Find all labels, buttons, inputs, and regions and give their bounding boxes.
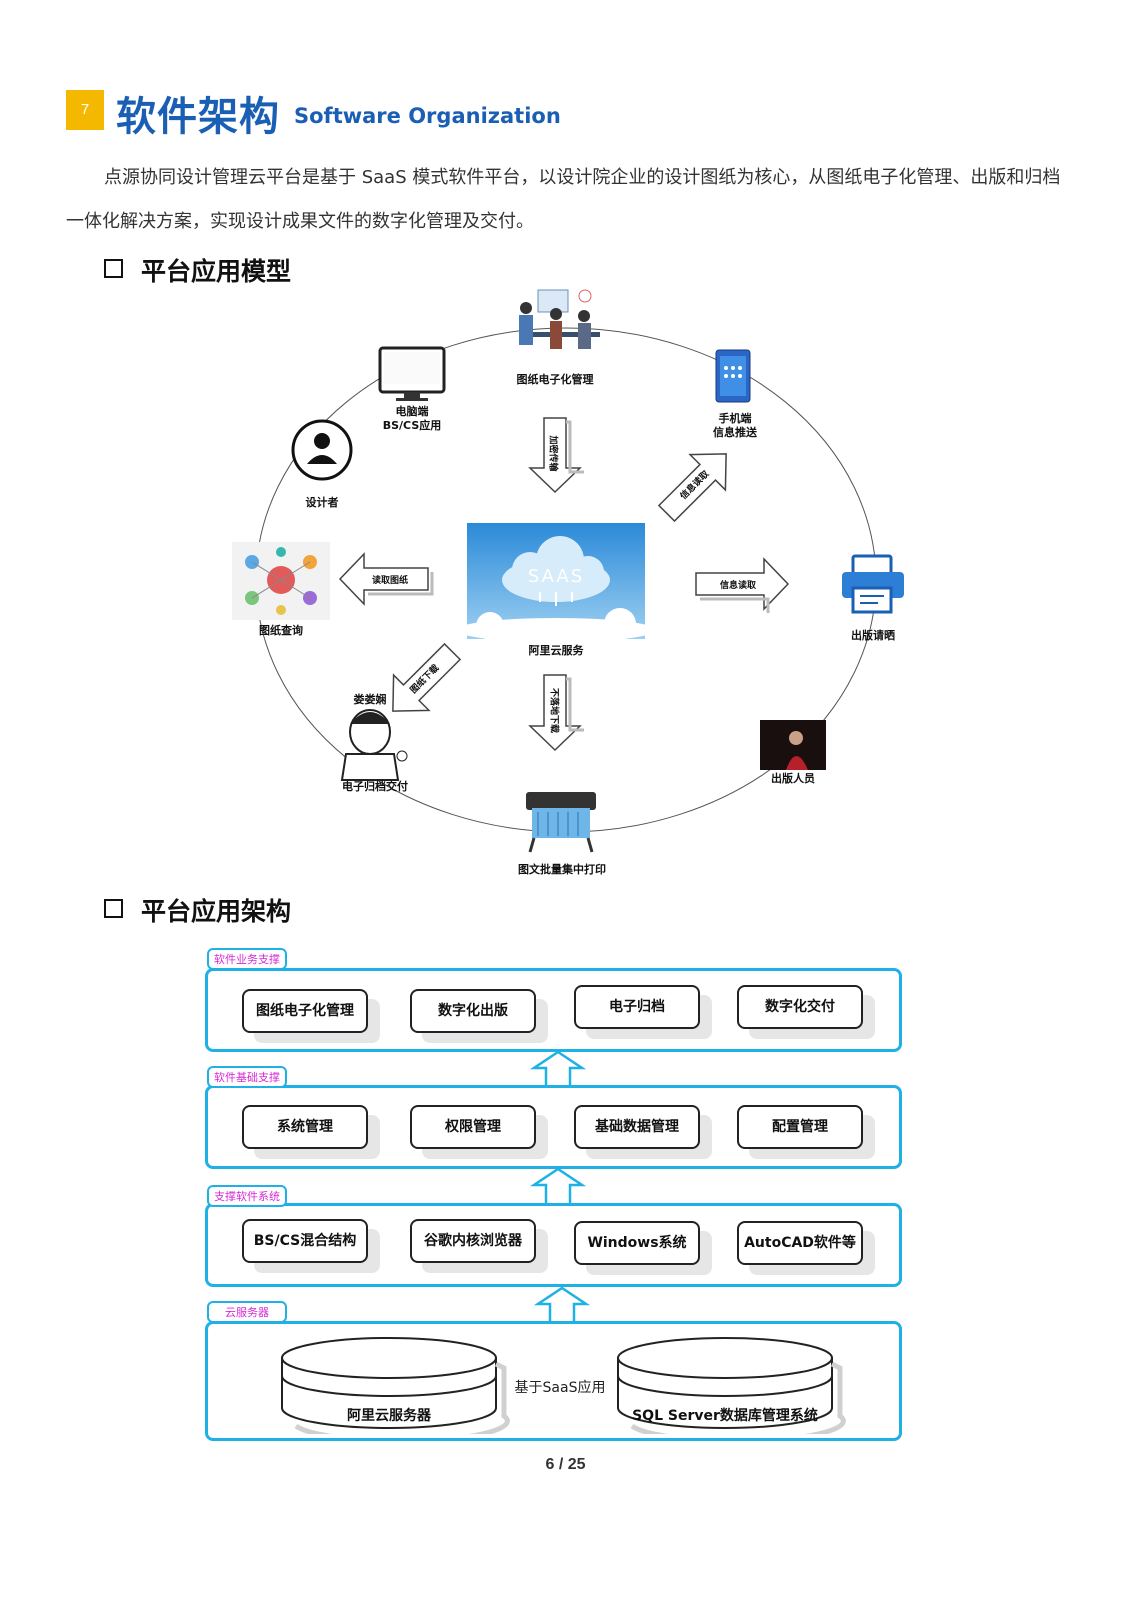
module-chrome-browser: 谷歌内核浏览器 [410, 1219, 536, 1263]
label-mobile-line2: 信息推送 [713, 426, 757, 439]
layer-support-software [205, 1203, 902, 1287]
label-publisher: 出版人员 [771, 772, 815, 785]
publisher-photo [760, 720, 826, 770]
arrow-up-icon [530, 1050, 586, 1088]
module-drawing-mgmt: 图纸电子化管理 [242, 989, 368, 1033]
intro-paragraph: 点源协同设计管理云平台是基于 SaaS 模式软件平台，以设计院企业的设计图纸为核… [66, 167, 1061, 232]
arrow-left-read-drawing [338, 552, 434, 606]
module-base-data-mgmt: 基础数据管理 [574, 1105, 700, 1149]
label-mobile: 手机端 信息推送 [700, 412, 770, 440]
platform-model-diagram [232, 289, 904, 853]
user-avatar-icon [291, 419, 353, 481]
team-meeting-icon [519, 289, 600, 349]
label-batch-print: 图文批量集中打印 [518, 863, 606, 876]
label-print-request: 出版请晒 [851, 629, 895, 642]
saas-text: SAAS [527, 566, 585, 587]
network-map-icon [232, 542, 330, 620]
label-archive: 电子归档交付 [342, 780, 408, 793]
arrow-up-icon [534, 1286, 590, 1324]
db-aliyun-label: 阿里云服务器 [347, 1408, 431, 1424]
arrow-label-info-read-right: 信息读取 [719, 581, 756, 591]
section-subtitle: Software Organization [294, 104, 561, 128]
page-number: 6 / 25 [545, 1456, 586, 1473]
saas-cloud-icon [456, 523, 656, 642]
arrow-up-right-info-read [657, 453, 727, 523]
model-heading-text: 平台应用模型 [141, 257, 292, 286]
section-number-badge: 7 [66, 90, 104, 130]
printer-icon [842, 554, 904, 614]
label-aliyun: 阿里云服务 [528, 644, 584, 657]
model-heading: 平台应用模型 [104, 252, 291, 288]
layer-foundation [205, 1085, 902, 1169]
database-cylinder-icon [281, 1337, 510, 1434]
large-format-printer-icon [526, 792, 596, 853]
module-permission-mgmt: 权限管理 [410, 1105, 536, 1149]
layer-cloud [205, 1321, 902, 1441]
arrow-down-no-local [528, 674, 584, 752]
layer-tag-business: 软件业务支撑 [207, 948, 287, 970]
monitor-icon [378, 346, 446, 401]
label-drawing-query: 图纸查询 [259, 624, 303, 637]
layer-tag-foundation: 软件基础支撑 [207, 1066, 287, 1088]
arrow-label-read-drawing: 读取图纸 [371, 576, 408, 586]
module-windows: Windows系统 [574, 1221, 700, 1265]
section-title: 软件架构 [116, 94, 280, 140]
arrow-right-info-read [695, 557, 790, 613]
arrow-label-no-local: 不落地下载 [548, 687, 559, 733]
arch-heading-text: 平台应用架构 [141, 897, 292, 926]
label-designer: 设计者 [305, 496, 339, 509]
saas-link-label: 基于SaaS应用 [514, 1380, 606, 1396]
module-e-archive: 电子归档 [574, 985, 700, 1029]
label-drawing-mgmt: 图纸电子化管理 [516, 373, 594, 386]
layer-tag-cloud: 云服务器 [207, 1301, 287, 1323]
module-autocad: AutoCAD软件等 [737, 1221, 863, 1265]
arch-heading: 平台应用架构 [104, 892, 291, 928]
label-mobile-line1: 手机端 [718, 412, 752, 425]
label-pc-line2: BS/CS应用 [382, 419, 442, 432]
checkbox-icon [104, 259, 123, 278]
arrow-label-encrypt: 加密传输 [547, 435, 558, 472]
arrow-down-left-download [392, 642, 462, 712]
module-digital-delivery: 数字化交付 [737, 985, 863, 1029]
module-config-mgmt: 配置管理 [737, 1105, 863, 1149]
layer-business [205, 968, 902, 1052]
cartoon-person-icon [340, 709, 408, 781]
module-system-mgmt: 系统管理 [242, 1105, 368, 1149]
module-digital-publish: 数字化出版 [410, 989, 536, 1033]
arrow-down-encrypt [528, 417, 584, 494]
layer-tag-support-software: 支撑软件系统 [207, 1185, 287, 1207]
module-bs-cs: BS/CS混合结构 [242, 1219, 368, 1263]
arrow-up-icon [530, 1167, 586, 1205]
label-pc-line1: 电脑端 [395, 405, 429, 418]
checkbox-icon [104, 899, 123, 918]
db-sqlserver-label: SQL Server数据库管理系统 [632, 1408, 818, 1424]
mobile-phone-icon [715, 349, 751, 403]
label-pc: 电脑端 BS/CS应用 [372, 405, 452, 433]
database-cylinder-icon [617, 1337, 846, 1434]
label-person-name: 娄娄娴 [353, 693, 387, 706]
